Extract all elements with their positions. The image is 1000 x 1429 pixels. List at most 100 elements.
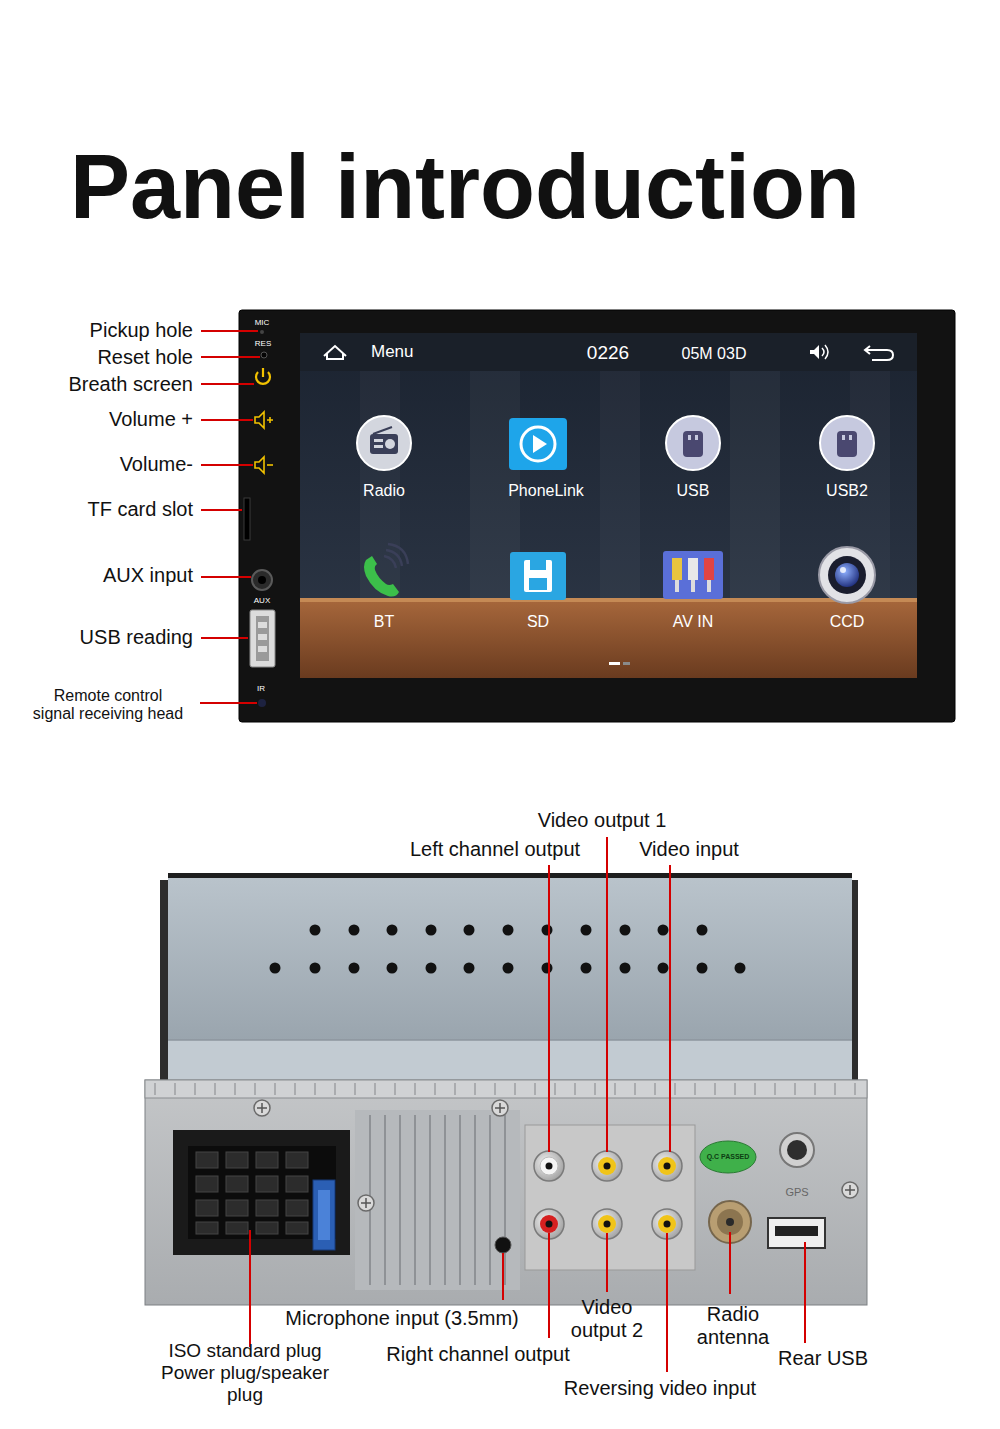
part-label: Reset hole <box>97 346 193 369</box>
port-marking: GPS <box>785 1186 808 1199</box>
front-panel-part <box>691 580 695 592</box>
rear-unit-part-part <box>658 925 669 936</box>
rear-unit-part-part <box>256 1222 278 1234</box>
front-panel-part <box>260 330 264 334</box>
rear-unit-part <box>155 1083 855 1095</box>
leader-lines-part <box>201 383 254 385</box>
front-panel-part <box>704 558 714 580</box>
front-panel-part <box>374 445 383 448</box>
front-panel-part <box>252 570 272 590</box>
front-panel-part <box>258 634 267 640</box>
rear-unit-part-part <box>286 1222 308 1234</box>
front-panel-part <box>267 464 273 466</box>
rear-unit-part-part <box>286 1152 308 1168</box>
rear-unit-part-part <box>310 925 321 936</box>
front-panel-part <box>258 646 267 652</box>
part-label: Video output 2 <box>561 1296 653 1342</box>
leader-lines-part <box>201 356 260 358</box>
rear-unit-part <box>775 1226 818 1236</box>
part-label: Video input <box>639 838 739 861</box>
front-panel-part <box>609 662 620 665</box>
page-title: Panel introduction <box>70 136 860 240</box>
front-panel-part <box>840 567 846 573</box>
rear-unit-part <box>196 1152 308 1234</box>
front-panel-part <box>666 416 720 470</box>
front-panel-part <box>822 345 828 359</box>
rear-unit-part-part <box>581 963 592 974</box>
front-panel-part <box>258 699 266 707</box>
rear-unit-part-part <box>664 1163 671 1170</box>
rear-unit-part-part <box>604 1221 611 1228</box>
rear-unit-part-part <box>256 1200 278 1216</box>
rear-unit-part-part <box>697 963 708 974</box>
rear-unit <box>145 873 867 1305</box>
rear-unit-part-part <box>542 925 553 936</box>
port-marking: RES <box>255 339 271 348</box>
rear-unit-part-part <box>542 963 553 974</box>
qc-sticker-text: Q.C PASSED <box>707 1153 750 1161</box>
front-panel-part <box>835 563 859 587</box>
leader-lines-part <box>201 509 242 511</box>
rear-unit-part-part <box>226 1200 248 1216</box>
front-panel-part <box>300 598 917 678</box>
part-label: Radio antenna <box>692 1303 774 1349</box>
leader-lines <box>250 837 805 1372</box>
rear-unit-part <box>780 1133 814 1167</box>
front-panel-part <box>819 547 875 603</box>
front-panel-part <box>533 435 547 453</box>
leader-lines-part <box>606 1233 608 1292</box>
part-label: TF card slot <box>87 498 193 521</box>
rear-unit-part-part <box>697 925 708 936</box>
rear-unit-part <box>355 1110 520 1290</box>
rear-unit-part-part <box>270 963 281 974</box>
front-panel-part <box>510 552 566 600</box>
app-label: SD <box>527 613 549 631</box>
rear-unit-part-part <box>464 963 475 974</box>
rear-unit-part-part <box>735 963 746 974</box>
app-label: USB <box>677 482 710 500</box>
front-panel-part <box>262 368 264 377</box>
front-panel-part <box>600 371 640 598</box>
leader-lines-part <box>249 1230 251 1347</box>
front-panel-part <box>374 439 383 442</box>
rear-unit-part-part <box>196 1222 218 1234</box>
rear-unit-part-part <box>196 1200 218 1216</box>
front-panel-part <box>688 558 698 580</box>
leader-lines-part <box>606 837 608 1152</box>
front-panel-part <box>370 434 398 454</box>
rear-unit-part <box>370 1115 505 1285</box>
front-panel-part <box>300 598 917 602</box>
leader-lines-part <box>201 637 248 639</box>
part-label: Remote control signal receiving head <box>31 687 185 724</box>
leader-lines-part <box>669 865 671 1152</box>
leader-lines-part <box>729 1232 731 1294</box>
front-panel-part <box>623 662 630 665</box>
rear-unit-part-part <box>426 963 437 974</box>
rear-unit-part <box>495 1237 511 1253</box>
front-panel-part <box>672 558 682 580</box>
front-panel-part <box>385 439 395 449</box>
rear-unit-part-part <box>426 925 437 936</box>
rear-unit-part-part <box>503 963 514 974</box>
front-panel-part <box>300 333 917 678</box>
front-panel-part <box>842 435 845 440</box>
front-panel-part <box>675 580 679 592</box>
leader-lines-part <box>502 1253 504 1300</box>
front-panel-part <box>521 427 555 461</box>
part-label: Reversing video input <box>564 1377 756 1400</box>
front-panel-part <box>688 435 691 440</box>
rear-unit-part-part <box>349 925 360 936</box>
rear-unit-part-part <box>546 1163 553 1170</box>
rear-unit-part-part <box>503 925 514 936</box>
rear-unit-part <box>540 1215 558 1233</box>
part-label: Rear USB <box>778 1347 868 1370</box>
front-panel-part <box>683 431 703 457</box>
screen-text: 0226 <box>587 342 629 364</box>
leader-lines-part <box>548 1233 550 1338</box>
rear-unit-part <box>168 873 852 878</box>
front-panel-part <box>530 560 546 570</box>
front-panel-part <box>258 622 267 628</box>
part-label: Volume + <box>109 408 193 431</box>
part-label: Pickup hole <box>90 319 193 342</box>
